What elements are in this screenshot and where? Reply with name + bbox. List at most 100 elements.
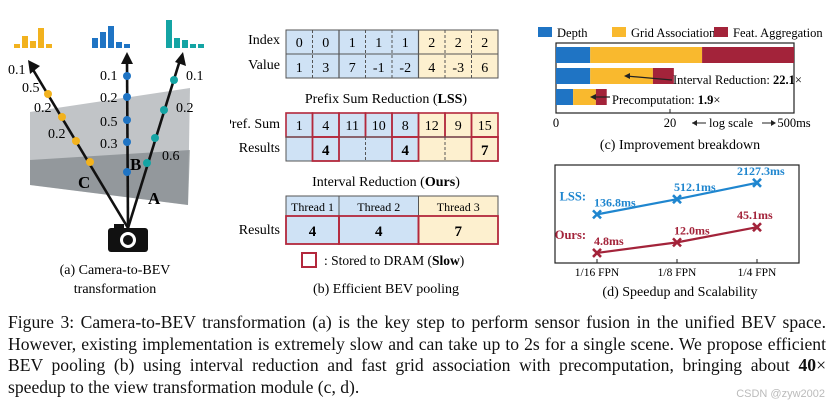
lss-title: Prefix Sum Reduction (LSS) <box>305 92 468 107</box>
series-name: Ours: <box>555 228 586 242</box>
data-label: 12.0ms <box>674 223 710 237</box>
annotation-suffix: × <box>795 73 802 87</box>
lss-result-cell: 4 <box>402 143 410 159</box>
ray-b-label: B <box>130 155 141 174</box>
prefsum-cell: 12 <box>425 119 439 134</box>
x-tick-label: 20 <box>664 116 677 130</box>
annotation-precomputation: Precomputation: 1.9× <box>612 93 720 107</box>
annotation-text: Precomputation: <box>612 93 698 107</box>
prefsum-cell: 1 <box>296 119 303 134</box>
series-point <box>752 177 762 188</box>
prefsum-cell: 10 <box>372 119 386 134</box>
bar-segment <box>702 47 794 63</box>
x-tick-label: 500ms <box>777 116 810 130</box>
index-label: Index <box>248 33 280 48</box>
lss-result-dram-border <box>311 136 340 162</box>
data-label: 2127.3ms <box>737 164 785 178</box>
annotation-arrow-1 <box>625 75 673 81</box>
lss-result-dram-border <box>391 136 420 162</box>
legend-label: Feat. Aggregation <box>733 26 823 40</box>
legend-swatch <box>714 27 728 37</box>
ours-title: Interval Reduction (Ours) <box>312 175 460 190</box>
data-label: 136.8ms <box>594 195 636 209</box>
value-cell: -3 <box>452 61 464 76</box>
data-label: 4.8ms <box>594 234 624 248</box>
annotation-arrowhead-1 <box>624 73 630 79</box>
dram-legend-swatch <box>301 252 317 268</box>
bar-segment <box>590 47 703 63</box>
index-cell: 2 <box>428 36 435 51</box>
legend-swatch <box>538 27 552 37</box>
x-tick-label: 1/4 FPN <box>738 267 777 279</box>
series-name: LSS: <box>560 189 586 203</box>
x-tick-label: 1/8 FPN <box>658 267 697 279</box>
ray-c-label: C <box>78 173 90 192</box>
ray-c-points <box>44 90 94 166</box>
ray-c-prob-3: 0.2 <box>34 101 52 116</box>
annotation-suffix: × <box>713 93 720 107</box>
index-cell: 0 <box>322 36 329 51</box>
index-cell: 1 <box>375 36 382 51</box>
histogram-c <box>14 28 52 48</box>
lss-result-cell: 7 <box>481 143 489 159</box>
ray-c-prob-1: 0.1 <box>8 63 26 78</box>
ray-b-prob-2: 0.2 <box>100 91 118 106</box>
lss-results-label: Results <box>239 141 280 156</box>
bar-segment <box>652 68 674 84</box>
value-cell: -1 <box>373 61 385 76</box>
x-tick-label: 1/16 FPN <box>575 267 620 279</box>
ours-result-cell: 4 <box>309 224 317 240</box>
arrow-head-c <box>28 60 40 74</box>
lss-result-dram-border <box>470 136 499 162</box>
ray-c-prob-2: 0.5 <box>22 81 40 96</box>
ray-b-prob-1: 0.1 <box>100 69 118 84</box>
figure-caption-text-1: Figure 3: Camera-to-BEV transformation (… <box>8 312 826 375</box>
series-point <box>752 222 762 233</box>
dram-legend-label: : Stored to DRAM (Slow) <box>324 253 464 268</box>
prefsum-cell: 8 <box>402 119 409 134</box>
series-point <box>672 194 682 205</box>
ray-a-prob-3: 0.6 <box>162 149 180 164</box>
annotation-value: 1.9 <box>698 93 714 107</box>
index-cell: 2 <box>455 36 462 51</box>
value-cell: 4 <box>428 61 435 76</box>
value-label: Value <box>248 58 280 73</box>
legend-label: Depth <box>557 26 588 40</box>
figure-caption: Figure 3: Camera-to-BEV transformation (… <box>8 312 826 398</box>
panel-d-caption: (d) Speedup and Scalability <box>602 285 757 300</box>
legend-label: Grid Association <box>631 26 716 40</box>
annotation-value: 22.1 <box>773 73 795 87</box>
prefsum-label: Pref. Sum <box>230 117 280 132</box>
x-tick-label: 0 <box>553 116 559 130</box>
index-cell: 1 <box>402 36 409 51</box>
bar-segment <box>556 47 591 63</box>
histogram-b <box>92 26 130 48</box>
series-point <box>592 209 602 220</box>
legend-swatch <box>612 27 626 37</box>
ray-a-prob-1: 0.1 <box>186 69 204 84</box>
index-cell: 1 <box>349 36 356 51</box>
thread-label: Thread 2 <box>357 200 400 214</box>
ours-result-cell: 4 <box>375 224 383 240</box>
prefsum-cell: 9 <box>455 119 462 134</box>
arrow-head-a <box>175 52 186 66</box>
data-label: 45.1ms <box>737 208 773 222</box>
annotation-interval-reduction: Interval Reduction: 22.1× <box>673 73 802 87</box>
prefsum-cell: 11 <box>346 119 359 134</box>
bar-segment <box>556 68 591 84</box>
panel-c-caption: (c) Improvement breakdown <box>600 138 760 153</box>
prefsum-cell: 4 <box>322 119 329 134</box>
panel-a-caption-2: transformation <box>74 282 156 297</box>
thread-column-bg <box>286 196 339 244</box>
thread-label: Thread 3 <box>437 200 480 214</box>
ray-c-prob-4: 0.2 <box>48 127 66 142</box>
camera-icon <box>108 224 148 252</box>
ray-b-points <box>123 72 131 176</box>
panel-a-caption-1: (a) Camera-to-BEV <box>60 263 171 278</box>
